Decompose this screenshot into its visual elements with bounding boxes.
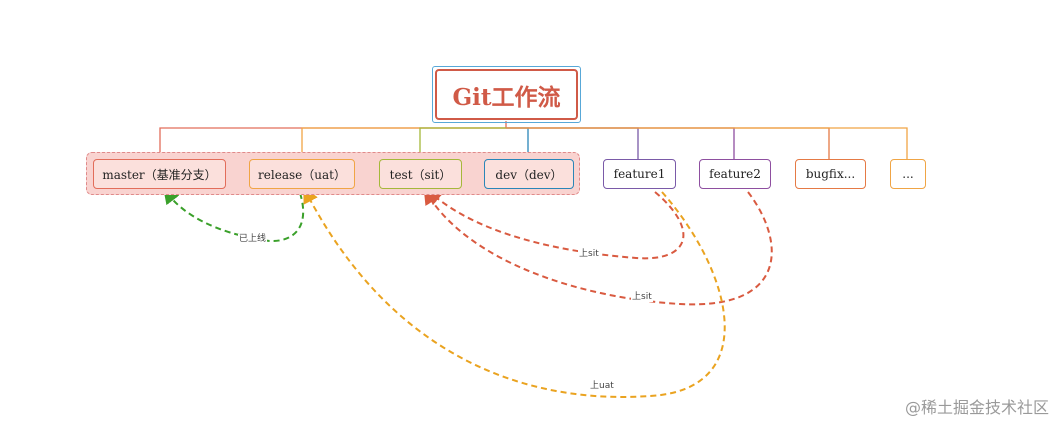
edge-label-sit-feature1: 上sit <box>578 249 600 259</box>
edge-label-released: 已上线 <box>238 234 268 244</box>
connector-more <box>506 127 908 159</box>
tree-connectors <box>159 121 908 159</box>
edge-label-sit-feature2: 上sit <box>631 292 653 302</box>
node-feature1[interactable]: feature1 <box>603 159 676 189</box>
connector-test <box>419 127 506 159</box>
node-release[interactable]: release（uat） <box>249 159 355 189</box>
diagram-title[interactable]: Git工作流 <box>435 69 578 120</box>
arrow-feature1-to-test <box>425 188 685 260</box>
arrow-feature2-to-test <box>423 188 773 306</box>
node-feature2[interactable]: feature2 <box>699 159 771 189</box>
edge-label-uat: 上uat <box>589 381 615 391</box>
node-more[interactable]: ... <box>890 159 926 189</box>
arrow-feature1-to-release <box>303 186 726 398</box>
node-master[interactable]: master（基准分支） <box>93 159 226 189</box>
node-test[interactable]: test（sit） <box>379 159 462 189</box>
relation-arrows <box>163 186 773 398</box>
title-selection-frame <box>432 66 581 123</box>
node-bugfix[interactable]: bugfix... <box>795 159 866 189</box>
node-dev[interactable]: dev（dev） <box>484 159 574 189</box>
arrow-release-to-master <box>163 187 305 242</box>
watermark: @稀土掘金技术社区 <box>904 398 1049 417</box>
